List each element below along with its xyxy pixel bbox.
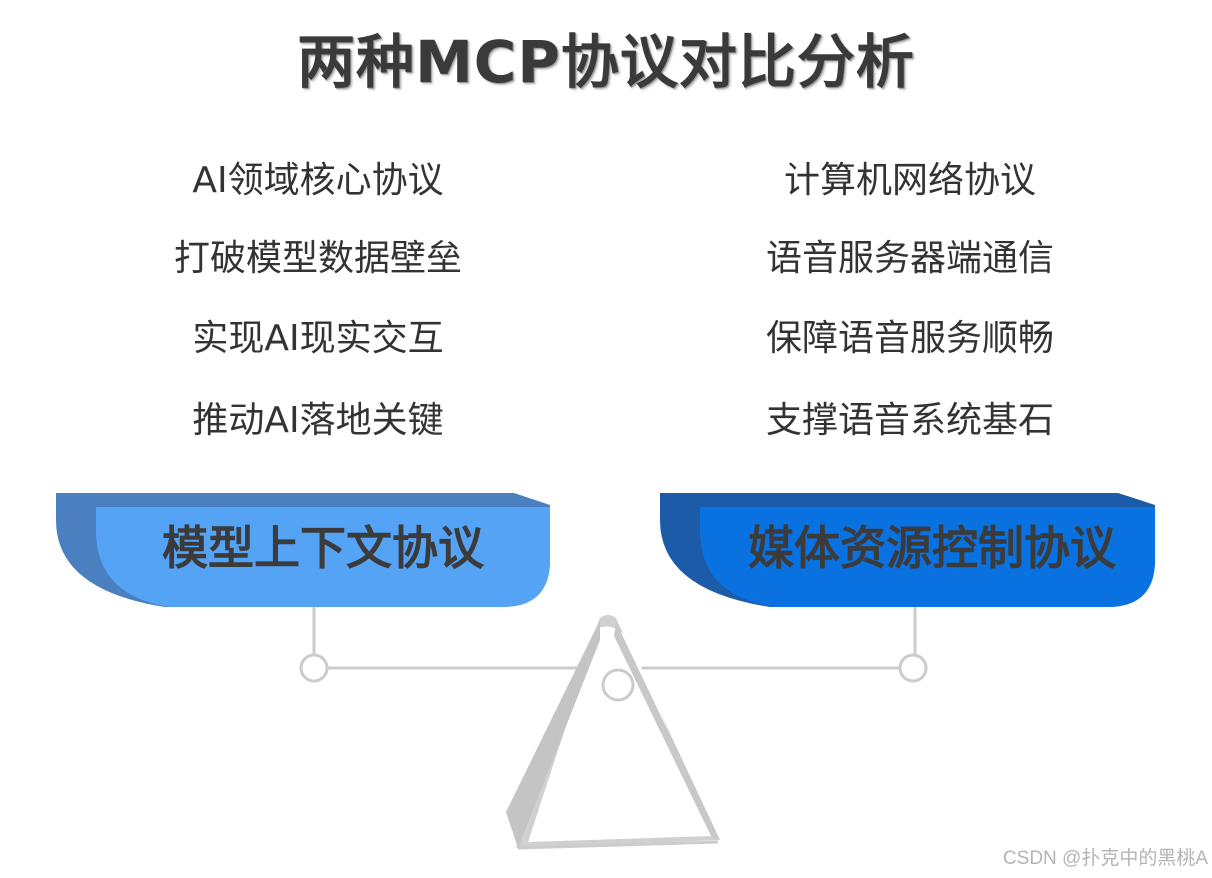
balance-stand [506,615,720,850]
right-plate-label: 媒体资源控制协议 [748,521,1116,575]
left-point-4: 推动AI落地关键 [192,400,444,441]
right-point-1: 计算机网络协议 [783,160,1036,201]
right-point-4: 支撑语音系统基石 [765,400,1054,441]
watermark: CSDN @扑克中的黑桃A [1002,848,1208,869]
center-pivot-ring [601,668,635,702]
left-point-3: 实现AI现实交互 [192,318,444,359]
right-plate [660,493,1155,607]
right-point-3: 保障语音服务顺畅 [765,318,1054,359]
page-title: 两种MCP协议对比分析 [297,28,915,96]
left-plate [56,493,550,607]
left-point-2: 打破模型数据壁垒 [173,238,462,279]
left-pivot-ring [299,653,329,683]
right-point-2: 语音服务器端通信 [765,238,1054,279]
left-plate-label: 模型上下文协议 [162,521,484,575]
left-point-1: AI领域核心协议 [192,160,444,201]
right-pivot-ring [898,653,928,683]
